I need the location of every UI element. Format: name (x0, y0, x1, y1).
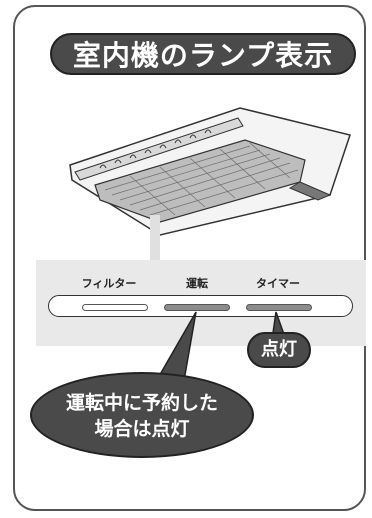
page-title: 室内機のランプ表示 (50, 33, 356, 75)
lit-callout: 点灯 (247, 332, 311, 368)
operation-lamp (164, 304, 230, 311)
reservation-callout-line1: 運転中に予約した (65, 392, 218, 414)
reservation-callout-line2: 場合は点灯 (94, 418, 190, 440)
reservation-callout: 運転中に予約した 場合は点灯 (30, 372, 254, 458)
lamp-label-operation: 運転 (186, 277, 208, 290)
timer-lamp (246, 304, 312, 311)
lamp-label-timer: タイマー (256, 277, 300, 290)
lamp-label-filter: フィルター (81, 277, 137, 290)
filter-lamp (82, 304, 148, 311)
